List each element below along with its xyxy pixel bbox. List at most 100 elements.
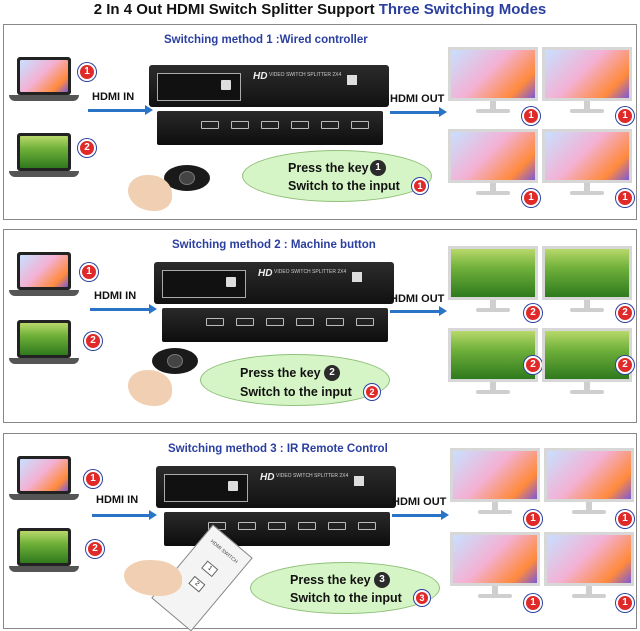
power-switch[interactable] [354,476,364,486]
instruction-bubble [242,150,432,202]
monitor [542,129,632,199]
arrow-out [390,107,447,117]
switch-input-text: Switch to the input [240,385,352,399]
port-output-2 [298,522,316,530]
monitor [542,328,632,398]
mode-button[interactable] [226,277,236,287]
switch-input-text: Switch to the input [288,179,400,193]
press-key-text: Press the key [288,161,369,175]
monitor [448,47,538,117]
key-number: 1 [370,160,386,176]
monitor [542,47,632,117]
key-number: 2 [324,365,340,381]
power-switch[interactable] [347,75,357,85]
monitor [542,246,632,316]
panel-title: Switching method 1 :Wired controller [164,34,368,46]
badge-output: 1 [522,107,540,125]
badge-output: 1 [616,189,634,207]
monitor [450,532,540,602]
arrow-in [90,304,157,314]
panel-title: Switching method 2 : Machine button [172,239,376,251]
press-key-text: Press the key [240,366,321,380]
port-input-2 [236,318,254,326]
machine-button[interactable] [152,348,198,374]
monitor [544,532,634,602]
port-input-2 [238,522,256,530]
badge-source: 2 [78,139,96,157]
monitor [450,448,540,518]
badge-output: 1 [524,594,542,612]
badge-source: 1 [80,263,98,281]
input-number: 1 [412,178,428,194]
port-output-1 [268,522,286,530]
hdmi-out-label: HDMI OUT [390,293,445,305]
instruction-bubble [200,354,390,406]
monitor [448,129,538,199]
device-hd: HD [260,472,275,483]
port-output-3 [321,121,339,129]
hand-illustration [128,175,172,211]
hdmi-in-label: HDMI IN [96,494,139,506]
switch-input-text: Switch to the input [290,591,402,605]
badge-source: 2 [86,540,104,558]
arrow-in [92,510,157,520]
hdmi-out-label: HDMI OUT [392,496,447,508]
port-output-4 [351,121,369,129]
hdmi-switch-device: HD VIDEO SWITCH SPLITTER 2X4 [149,65,389,145]
laptop-source-1 [9,57,79,107]
port-output-2 [291,121,309,129]
badge-output: 2 [616,356,634,374]
input-number: 3 [414,590,430,606]
hand-illustration [128,370,172,406]
port-output-4 [358,522,376,530]
monitor [448,328,538,398]
instruction-bubble [250,562,440,614]
mode-button[interactable] [221,80,231,90]
device-name: VIDEO SWITCH SPLITTER 2X4 [274,269,347,275]
badge-output: 1 [522,189,540,207]
badge-output: 1 [524,510,542,528]
badge-output: 2 [524,304,542,322]
title-highlight: Three Switching Modes [378,1,547,18]
badge-output: 1 [616,107,634,125]
panel-title: Switching method 3 : IR Remote Control [168,443,388,455]
badge-source: 2 [84,332,102,350]
arrow-in [88,105,153,115]
mode-button[interactable] [228,481,238,491]
badge-source: 1 [84,470,102,488]
laptop-source-2 [9,133,79,183]
hdmi-out-label: HDMI OUT [390,93,445,105]
port-output-2 [296,318,314,326]
badge-output: 2 [616,304,634,322]
key-number: 3 [374,572,390,588]
hdmi-in-label: HDMI IN [94,290,137,302]
badge-output: 2 [524,356,542,374]
power-switch[interactable] [352,272,362,282]
arrow-out [390,306,447,316]
monitor [544,448,634,518]
monitor [448,246,538,316]
panel-method-2: Switching method 2 : Machine button 1 2 … [3,229,637,423]
port-output-3 [326,318,344,326]
port-output-1 [266,318,284,326]
wired-controller[interactable] [164,165,210,191]
laptop-source-2 [9,320,79,370]
port-output-1 [261,121,279,129]
hdmi-switch-device: HD VIDEO SWITCH SPLITTER 2X4 [154,262,394,342]
remote-label: HDMI SWITCH [208,538,239,566]
badge-output: 1 [616,510,634,528]
remote-button-1[interactable]: 1 [201,560,219,578]
panel-method-3: Switching method 3 : IR Remote Control 1… [3,433,637,631]
panel-method-1: Switching method 1 :Wired controller 1 2… [3,24,637,220]
hand-illustration [124,560,182,596]
press-key-text: Press the key [290,573,371,587]
badge-output: 1 [616,594,634,612]
hdmi-in-label: HDMI IN [92,91,135,103]
port-input-1 [201,121,219,129]
remote-button-2[interactable]: 2 [188,575,206,593]
port-input-2 [231,121,249,129]
laptop-source-1 [9,456,79,506]
port-input-1 [206,318,224,326]
arrow-out [392,510,449,520]
device-hd: HD [253,71,268,82]
